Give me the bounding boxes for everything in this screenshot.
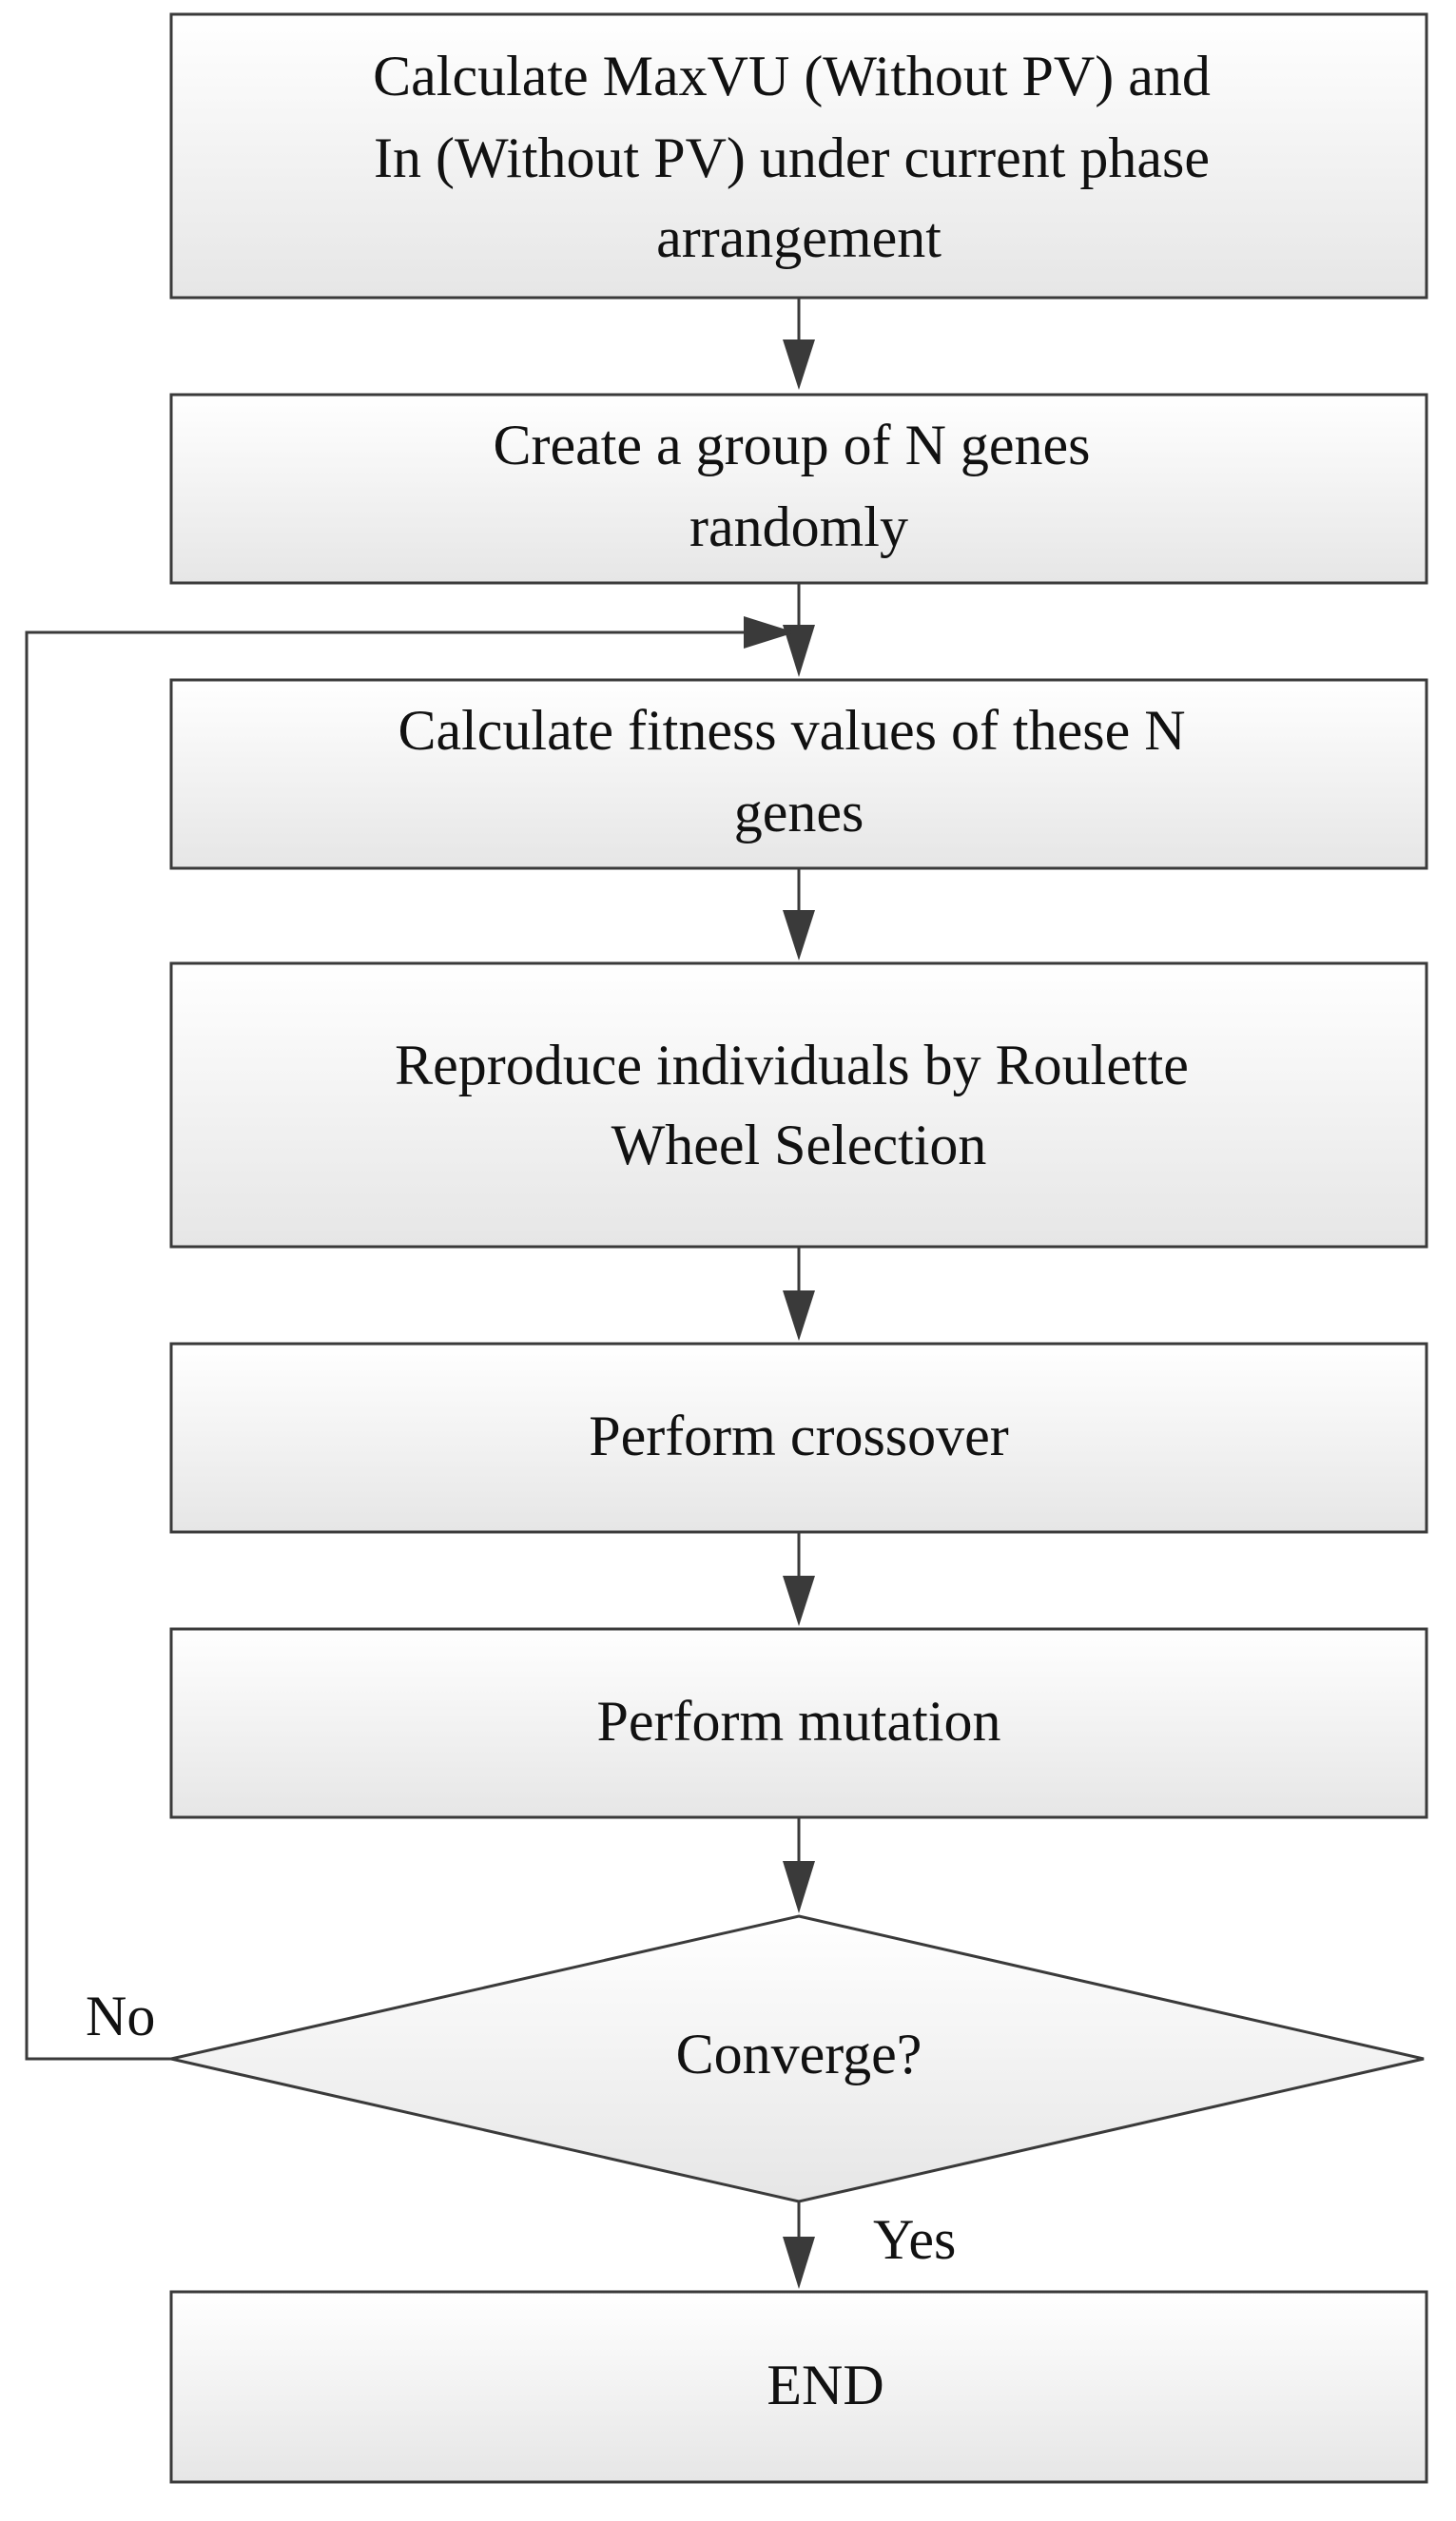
no-loop-connector (25, 616, 795, 2061)
step-text-line: Perform mutation (597, 1690, 1001, 1753)
step-box (169, 1342, 1428, 1534)
step-text-line: Perform crossover (589, 1405, 1009, 1467)
arrow-connector (783, 1817, 815, 1913)
arrow-connector (783, 2201, 815, 2289)
step-text-line: genes (734, 781, 864, 844)
arrow-connector (783, 1532, 815, 1626)
decision-label: Converge? (676, 2023, 922, 2085)
step-reproduce: Reproduce individuals by Roulette Wheel … (169, 961, 1428, 1249)
step-box (169, 12, 1428, 300)
step-crossover: Perform crossover (169, 1342, 1428, 1534)
end-label: END (767, 2354, 883, 2416)
step-text-line: In (Without PV) under current phase (374, 126, 1210, 189)
arrow-connector (783, 868, 815, 960)
step-box (169, 1627, 1428, 1819)
arrow-connector (783, 298, 815, 390)
step-text-line: Reproduce individuals by Roulette (395, 1034, 1189, 1096)
step-text-line: Wheel Selection (612, 1114, 987, 1176)
step-mutation: Perform mutation (169, 1627, 1428, 1819)
no-branch-label: No (86, 1985, 155, 2047)
arrow-connector (783, 583, 815, 677)
step-box (169, 393, 1428, 585)
step-create-genes: Create a group of N genes randomly (169, 393, 1428, 585)
step-calculate-maxvu: Calculate MaxVU (Without PV) and In (Wit… (169, 12, 1428, 300)
decision-converge: Converge? (170, 1914, 1425, 2203)
step-calculate-fitness: Calculate fitness values of these N gene… (169, 678, 1428, 870)
step-box (169, 678, 1428, 870)
step-text-line: Create a group of N genes (493, 414, 1090, 476)
step-text-line: Calculate fitness values of these N (398, 699, 1185, 762)
svg-text:Perform crossover: Perform crossover (589, 1405, 1009, 1467)
arrow-connector (783, 1247, 815, 1341)
step-end: END (169, 2290, 1428, 2484)
yes-branch-label: Yes (873, 2208, 956, 2271)
step-text-line: Calculate MaxVU (Without PV) and (373, 45, 1211, 107)
step-text-line: randomly (689, 495, 908, 558)
svg-text:Create a group of N genes: Create a group of N genes randomly (493, 414, 1104, 558)
svg-text:Perform mutation: Perform mutation (597, 1690, 1001, 1753)
end-box (169, 2290, 1428, 2484)
svg-text:Calculate MaxVU (Without PV) a: Calculate MaxVU (Without PV) and In (Wit… (373, 45, 1225, 269)
step-text-line: arrangement (656, 206, 942, 269)
svg-text:Calculate fitness values of th: Calculate fitness values of these N gene… (398, 699, 1199, 844)
step-box (169, 961, 1428, 1249)
svg-text:Reproduce individuals by Roule: Reproduce individuals by Roulette Wheel … (395, 1034, 1203, 1176)
